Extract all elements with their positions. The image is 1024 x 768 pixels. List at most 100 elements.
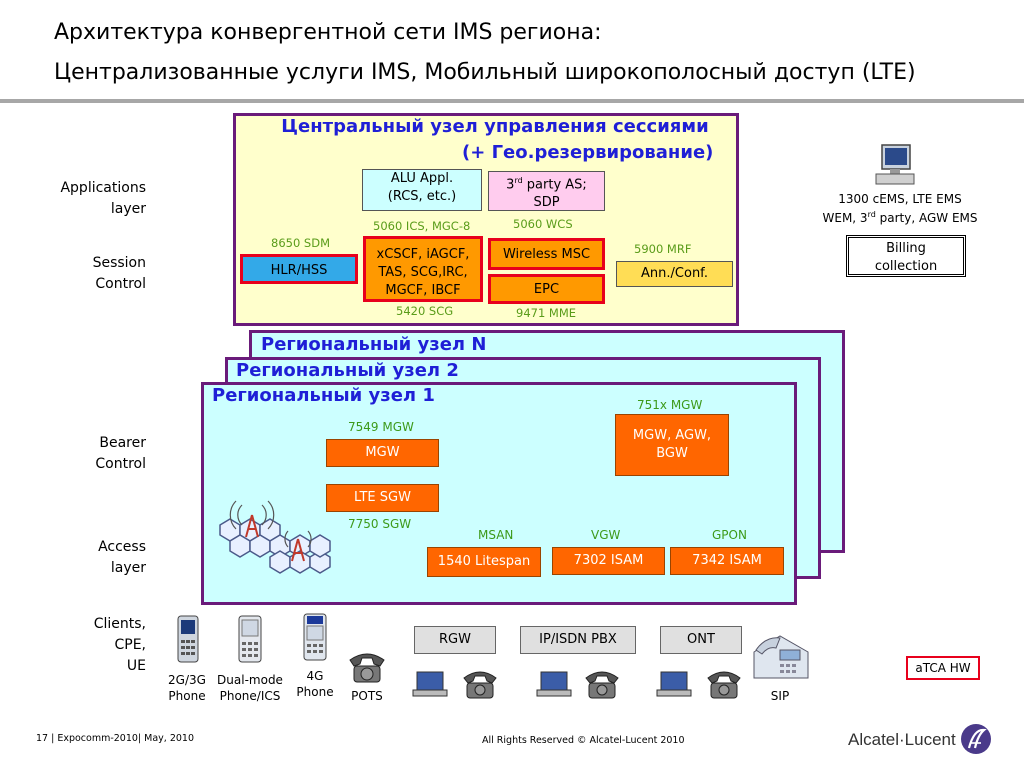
label-line: Phone/ICS [219, 689, 281, 703]
label-5060-ics: 5060 ICS, MGC-8 [373, 219, 471, 233]
box-line: SDP [533, 195, 560, 211]
text-part: party AS; [522, 177, 587, 193]
text-part: party, AGW EMS [875, 211, 978, 225]
epc-box: EPC [488, 274, 605, 304]
layer-label-line: Applications [60, 180, 146, 196]
footer-page-info: 17 | Expocomm-2010| May, 2010 [36, 733, 195, 744]
box-line: xCSCF, iAGCF, [376, 247, 470, 262]
label-line: 2G/3G [168, 673, 206, 687]
label-gpon: GPON [712, 528, 747, 542]
slide-title-line2: Централизованные услуги IMS, Мобильный ш… [54, 60, 916, 85]
layer-label-line: CPE, [114, 637, 146, 653]
laptop-icon [536, 671, 572, 697]
billing-collection-box: Billing collection [846, 235, 966, 277]
alu-appl-box: ALU Appl. (RCS, etc.) [362, 169, 482, 211]
label-7750-sgw: 7750 SGW [348, 517, 412, 531]
laptop-icon [412, 671, 448, 697]
layer-label-line: UE [126, 658, 146, 674]
label-pots: POTS [351, 689, 383, 703]
label-sip: SIP [770, 689, 790, 703]
label-vgw: VGW [591, 528, 621, 542]
central-node-subtitle: (+ Гео.резервирование) [462, 142, 714, 163]
label-8650-sdm: 8650 SDM [271, 236, 330, 250]
laptop-icon [656, 671, 692, 697]
hlr-hss-box: HLR/HSS [240, 254, 358, 284]
mobile-phone-2g3g-icon [177, 615, 199, 663]
mobile-phone-dual-mode-icon [238, 615, 262, 663]
sip-phone-icon [753, 635, 809, 679]
layer-label-bearer: Bearer Control [95, 433, 146, 475]
ont-box: ONT [660, 626, 742, 654]
wireless-msc-box: Wireless MSC [488, 238, 605, 270]
layer-label-line: Access [98, 539, 146, 555]
management-line: WEM, 3rd party, AGW EMS [805, 207, 995, 226]
layer-label-access: Access layer [98, 537, 146, 579]
pc-icon [875, 144, 915, 185]
management-line: 1300 cEMS, LTE EMS [838, 192, 962, 206]
label-line: 4G [306, 669, 324, 683]
mgw-box: MGW [326, 439, 439, 467]
layer-label-line: Session [92, 255, 146, 271]
pots-telephone-icon [349, 653, 385, 683]
layer-label-line: Bearer [99, 435, 146, 451]
box-line: 3rd party AS; [489, 172, 604, 194]
box-line: MGW, AGW, [632, 428, 712, 443]
layer-label-line: Clients, [93, 616, 146, 632]
layer-label-session: Session Control [93, 253, 146, 295]
slide-title-line1: Архитектура конвергентной сети IMS регио… [54, 20, 602, 45]
mobile-phone-4g-icon [303, 613, 327, 661]
regional-node-2-title: Региональный узел 2 [236, 360, 459, 381]
telephone-icon [585, 671, 619, 699]
label-line: Dual-mode [217, 673, 283, 687]
box-line: MGCF, IBCF [385, 283, 461, 298]
label-7549-mgw: 7549 MGW [348, 420, 414, 434]
isam-7302-box: 7302 ISAM [552, 547, 665, 575]
label-4g-phone: 4G Phone [290, 668, 340, 700]
box-line: ALU Appl. [390, 171, 454, 186]
label-msan: MSAN [478, 528, 514, 542]
rgw-box: RGW [414, 626, 496, 654]
text-part: 3 [506, 177, 515, 193]
isam-7342-box: 7342 ISAM [670, 547, 784, 575]
superscript: rd [867, 210, 876, 219]
xcscf-box: xCSCF, iAGCF, TAS, SCG,IRC, MGCF, IBCF [363, 236, 483, 302]
third-party-as-box: 3rd party AS; SDP [488, 171, 605, 211]
layer-label-line: layer [110, 560, 146, 576]
title-divider [0, 99, 1024, 103]
radio-cell-icon [219, 500, 331, 574]
mgw-agw-bgw-box: MGW, AGW, BGW [615, 414, 729, 476]
telephone-icon [463, 671, 497, 699]
label-line: Phone [296, 685, 334, 699]
ann-conf-box: Ann./Conf. [616, 261, 733, 287]
central-node-title: Центральный узел управления сессиями [281, 116, 709, 137]
label-5900-mrf: 5900 MRF [634, 242, 692, 256]
management-text: 1300 cEMS, LTE EMS WEM, 3rd party, AGW E… [805, 191, 995, 226]
box-line: Billing [886, 241, 926, 256]
box-line: BGW [656, 446, 688, 461]
text-part: WEM, 3 [822, 211, 868, 225]
label-751x-mgw: 751x MGW [637, 398, 703, 412]
label-9471-mme: 9471 MME [516, 306, 577, 320]
label-5420-scg: 5420 SCG [396, 304, 454, 318]
brand-logo-text: Alcatel·Lucent [848, 730, 956, 749]
layer-label-clients: Clients, CPE, UE [94, 614, 146, 677]
box-line: (RCS, etc.) [387, 189, 457, 204]
footer-copyright: All Rights Reserved © Alcatel-Lucent 201… [482, 735, 685, 746]
box-line: collection [874, 259, 938, 274]
lte-sgw-box: LTE SGW [326, 484, 439, 512]
litespan-box: 1540 Litespan [427, 547, 541, 577]
regional-node-n-title: Региональный узел N [261, 334, 487, 355]
regional-node-1-title: Региональный узел 1 [212, 385, 435, 406]
central-session-node [233, 113, 739, 326]
label-2g3g-phone: 2G/3G Phone [160, 672, 214, 704]
layer-label-line: layer [110, 201, 146, 217]
label-5060-wcs: 5060 WCS [513, 217, 573, 231]
layer-label-line: Control [95, 456, 146, 472]
alcatel-lucent-logo-icon [961, 724, 991, 754]
layer-label-line: Control [95, 276, 146, 292]
label-line: Phone [168, 689, 206, 703]
superscript: rd [514, 176, 523, 185]
ip-isdn-pbx-box: IP/ISDN PBX [520, 626, 636, 654]
label-dual-mode-phone: Dual-mode Phone/ICS [212, 672, 288, 704]
atca-hw-legend: aTCA HW [906, 656, 980, 680]
